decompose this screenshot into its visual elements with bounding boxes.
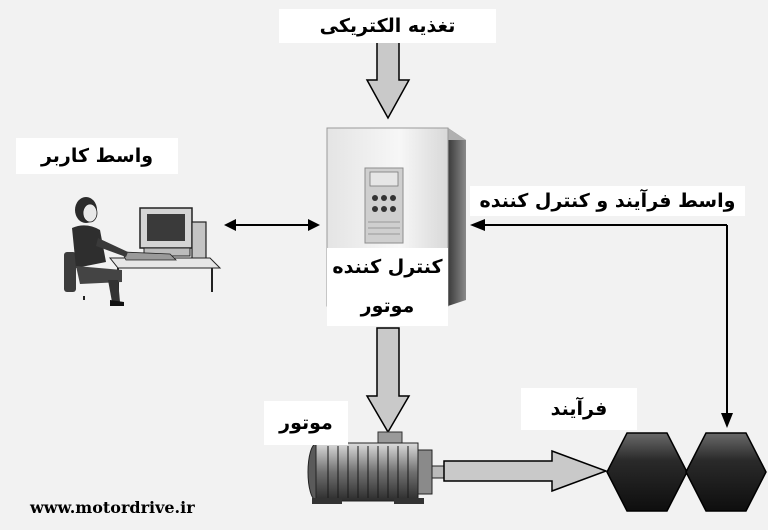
motor-label: موتور [264, 401, 348, 445]
process-controller-interface-label: واسط فرآیند و کنترل کننده [470, 186, 745, 216]
power-supply-label: تغذیه الکتریکی [279, 9, 496, 43]
user-interface-label: واسط کاربر [16, 138, 178, 174]
user-controller-arrow [224, 219, 320, 231]
controller-motor-arrow [365, 327, 411, 434]
motor-controller-label-line2: موتور [327, 286, 448, 326]
website-url: www.motordrive.ir [30, 498, 195, 517]
power-supply-arrow [365, 41, 411, 120]
motor-process-arrow [443, 449, 609, 493]
motor-controller-label-line1: کنترل کننده [327, 248, 448, 286]
process-label: فرآیند [521, 388, 637, 430]
process-feedback-arrow [470, 219, 733, 428]
computer-user-icon [64, 197, 222, 306]
motor-controller-label: کنترل کننده موتور [327, 248, 448, 326]
hexagon-process-icon [606, 432, 767, 512]
electric-motor-icon [307, 431, 445, 504]
